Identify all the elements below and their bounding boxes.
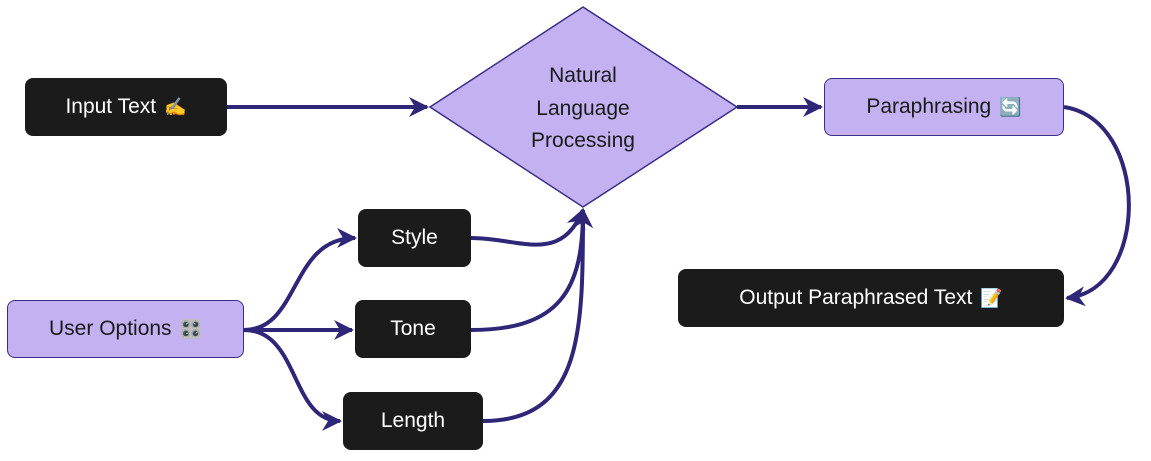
style-label: Style bbox=[391, 226, 438, 249]
writing-hand-icon: ✍️ bbox=[164, 96, 187, 118]
user-options-node[interactable]: User Options 🎛️ bbox=[7, 300, 244, 358]
control-knobs-icon: 🎛️ bbox=[179, 318, 202, 340]
nlp-label-line2: Language bbox=[536, 96, 630, 120]
edge-useroptions-to-length bbox=[243, 328, 342, 431]
paraphrasing-label: Paraphrasing bbox=[866, 95, 992, 118]
memo-icon: 📝 bbox=[980, 287, 1003, 309]
nlp-label-line3: Processing bbox=[531, 129, 635, 152]
paraphrasing-node[interactable]: Paraphrasing 🔄 bbox=[824, 78, 1064, 136]
input-text-label: Input Text bbox=[65, 95, 157, 118]
nlp-diamond[interactable] bbox=[428, 6, 739, 208]
input-text-node[interactable]: Input Text ✍️ bbox=[25, 78, 227, 136]
output-label: Output Paraphrased Text bbox=[739, 286, 973, 309]
edge-length-to-nlp bbox=[482, 208, 593, 423]
user-options-label: User Options bbox=[49, 317, 172, 340]
length-label: Length bbox=[380, 409, 446, 432]
style-node[interactable]: Style bbox=[358, 209, 471, 267]
nlp-label-line1: Natural bbox=[549, 64, 617, 87]
edge-style-to-nlp bbox=[470, 208, 586, 247]
output-node[interactable]: Output Paraphrased Text 📝 bbox=[678, 269, 1064, 327]
edge-tone-to-nlp bbox=[470, 208, 593, 332]
tone-node[interactable]: Tone bbox=[355, 300, 471, 358]
nlp-label: Natural Language Processing bbox=[500, 60, 666, 158]
edge-useroptions-to-style bbox=[243, 228, 357, 332]
tone-label: Tone bbox=[390, 317, 436, 340]
edge-paraphrasing-to-output bbox=[1063, 105, 1131, 307]
length-node[interactable]: Length bbox=[343, 392, 483, 450]
refresh-icon: 🔄 bbox=[999, 96, 1022, 118]
